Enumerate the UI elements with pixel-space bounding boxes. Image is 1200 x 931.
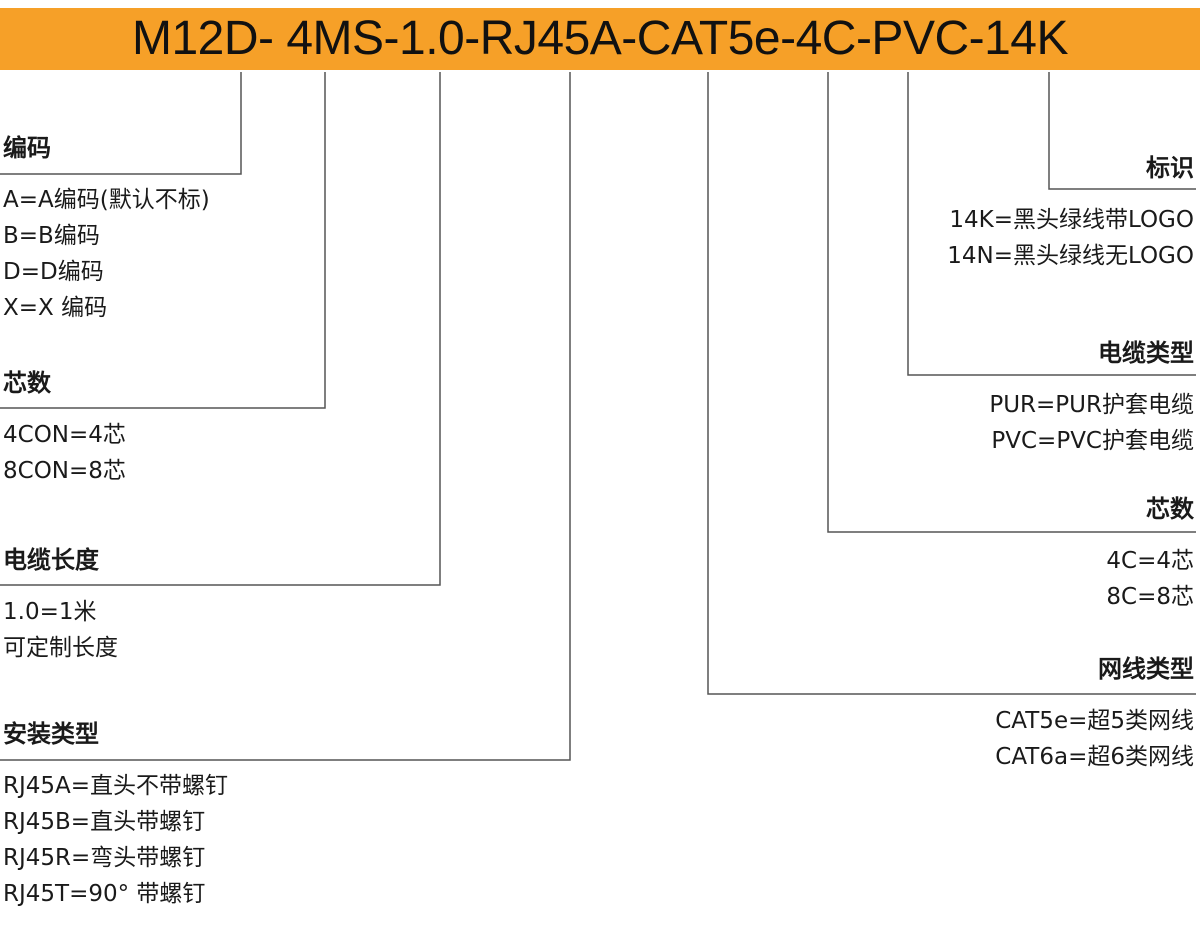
leader-line-right-cores bbox=[827, 72, 1196, 533]
option-item: RJ45B=直头带螺钉 bbox=[3, 809, 206, 835]
leader-line-cores bbox=[0, 72, 326, 409]
option-item: B=B编码 bbox=[3, 223, 100, 249]
option-item: 1.0=1米 bbox=[3, 599, 97, 625]
leader-line-coding bbox=[0, 72, 242, 175]
option-item: 14K=黑头绿线带LOGO bbox=[949, 207, 1194, 233]
section-cable-length: 电缆长度 1.0=1米 可定制长度 bbox=[3, 545, 118, 666]
option-item: D=D编码 bbox=[3, 259, 104, 285]
model-code: M12D- 4MS-1.0-RJ45A-CAT5e-4C-PVC-14K bbox=[131, 12, 1069, 65]
section-cable-type: 电缆类型 PUR=PUR护套电缆 PVC=PVC护套电缆 bbox=[989, 338, 1194, 459]
section-heading: 网线类型 bbox=[1098, 655, 1194, 683]
section-heading: 芯数 bbox=[1146, 495, 1194, 523]
option-item: 4C=4芯 bbox=[1106, 548, 1194, 574]
leader-line-install bbox=[0, 72, 571, 761]
section-heading: 芯数 bbox=[3, 369, 51, 397]
option-item: RJ45T=90° 带螺钉 bbox=[3, 881, 206, 907]
section-right-cores: 芯数 4C=4芯 8C=8芯 bbox=[1106, 494, 1194, 615]
section-install-type: 安装类型 RJ45A=直头不带螺钉 RJ45B=直头带螺钉 RJ45R=弯头带螺… bbox=[3, 719, 228, 912]
option-item: CAT5e=超5类网线 bbox=[995, 708, 1194, 734]
section-heading: 电缆类型 bbox=[1098, 339, 1194, 367]
section-heading: 标识 bbox=[1146, 154, 1194, 182]
section-logo: 标识 14K=黑头绿线带LOGO 14N=黑头绿线无LOGO bbox=[947, 153, 1194, 274]
option-item: A=A编码(默认不标) bbox=[3, 187, 210, 213]
option-item: PVC=PVC护套电缆 bbox=[991, 428, 1194, 454]
leader-line-cable bbox=[907, 72, 1196, 376]
section-heading: 安装类型 bbox=[3, 720, 99, 748]
section-network-cable: 网线类型 CAT5e=超5类网线 CAT6a=超6类网线 bbox=[995, 654, 1194, 775]
option-item: RJ45R=弯头带螺钉 bbox=[3, 845, 206, 871]
option-item: 4CON=4芯 bbox=[3, 422, 126, 448]
option-item: PUR=PUR护套电缆 bbox=[989, 392, 1194, 418]
leader-line-net bbox=[707, 72, 1196, 695]
section-heading: 编码 bbox=[3, 134, 51, 162]
section-coding: 编码 A=A编码(默认不标) B=B编码 D=D编码 X=X 编码 bbox=[3, 133, 210, 326]
option-item: CAT6a=超6类网线 bbox=[995, 744, 1194, 770]
leader-line-logo bbox=[1048, 72, 1196, 190]
option-item: 可定制长度 bbox=[3, 635, 118, 661]
section-heading: 电缆长度 bbox=[3, 546, 99, 574]
section-cores: 芯数 4CON=4芯 8CON=8芯 bbox=[3, 368, 126, 489]
option-item: 8C=8芯 bbox=[1106, 584, 1194, 610]
leader-line-length bbox=[0, 72, 441, 586]
option-item: 8CON=8芯 bbox=[3, 458, 126, 484]
code-banner bbox=[0, 8, 1200, 70]
option-item: 14N=黑头绿线无LOGO bbox=[947, 243, 1194, 269]
option-item: X=X 编码 bbox=[3, 295, 108, 321]
option-item: RJ45A=直头不带螺钉 bbox=[3, 773, 229, 799]
